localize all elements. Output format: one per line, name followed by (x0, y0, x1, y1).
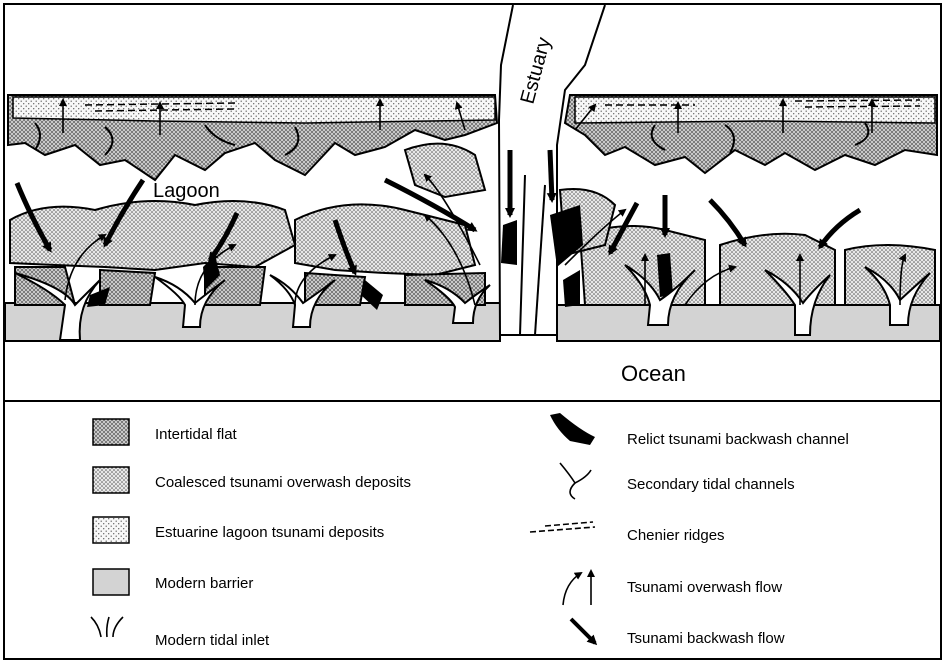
ocean-label: Ocean (621, 361, 686, 386)
curved-arrows-icon (563, 571, 591, 605)
figure-frame: Lagoon Estuary Ocean Intertidal flat Coa… (3, 3, 942, 660)
legend-label-modern-tidal-inlet: Modern tidal inlet (155, 632, 270, 649)
gray-swatch-icon (93, 569, 129, 595)
branching-channel-icon (560, 463, 591, 499)
legend-label-secondary-tidal-channels: Secondary tidal channels (627, 476, 795, 493)
map-area: Lagoon Estuary Ocean (5, 5, 940, 401)
legend-label-intertidal-flat: Intertidal flat (155, 426, 238, 443)
black-channel-icon (550, 413, 595, 445)
legend-label-coalesced-overwash: Coalesced tsunami overwash deposits (155, 474, 411, 491)
diagram: Lagoon Estuary Ocean Intertidal flat Coa… (5, 5, 940, 658)
legend-label-tsunami-overwash-flow: Tsunami overwash flow (627, 579, 782, 596)
legend-label-chenier-ridges: Chenier ridges (627, 527, 725, 544)
diagonal-arrow-icon (571, 619, 595, 643)
lagoon-label: Lagoon (153, 180, 220, 202)
legend: Intertidal flat Coalesced tsunami overwa… (91, 413, 849, 649)
dashed-lines-icon (530, 522, 595, 532)
legend-label-estuarine-deposits: Estuarine lagoon tsunami deposits (155, 524, 384, 541)
legend-label-relict-backwash-channel: Relict tsunami backwash channel (627, 431, 849, 448)
legend-label-modern-barrier: Modern barrier (155, 575, 253, 592)
sparse-stipple-swatch-icon (93, 517, 129, 543)
tidal-inlet-icon (91, 617, 123, 637)
medium-stipple-swatch-icon (93, 467, 129, 493)
legend-label-tsunami-backwash-flow: Tsunami backwash flow (627, 630, 785, 647)
dense-stipple-swatch-icon (93, 419, 129, 445)
